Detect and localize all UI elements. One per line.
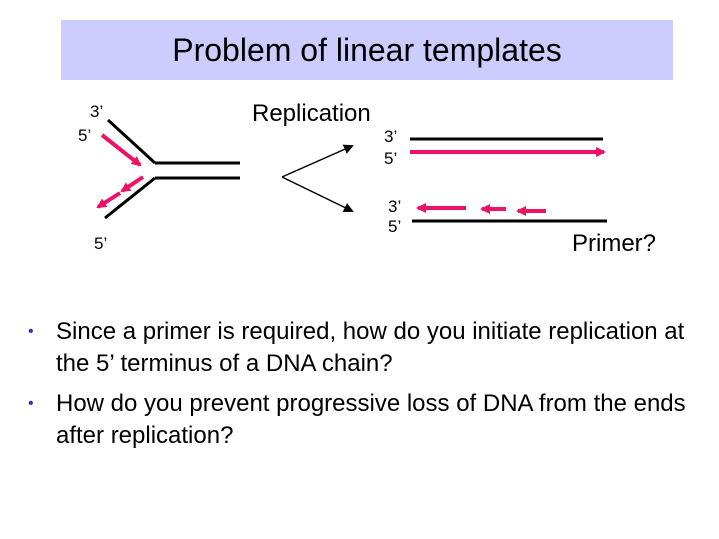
- bullet-list: • Since a primer is required, how do you…: [28, 316, 708, 460]
- replication-fork: [96, 118, 240, 220]
- replication-label: Replication: [252, 100, 371, 127]
- fork-okazaki-fragment-2: [96, 191, 122, 209]
- fork-top-5-label: 5’: [78, 126, 91, 145]
- fork-top-3-label: 3’: [90, 102, 103, 121]
- fork-okazaki-fragment-1: [120, 175, 145, 193]
- primer-label: Primer?: [572, 230, 656, 257]
- lower-product-5-label: 5’: [388, 217, 401, 236]
- bullet-item: • Since a primer is required, how do you…: [28, 316, 708, 380]
- lower-product-3-label: 3’: [388, 197, 401, 216]
- title-box: Problem of linear templates: [61, 20, 673, 80]
- slide-title: Problem of linear templates: [172, 32, 562, 68]
- bullet-dot-icon: •: [28, 395, 34, 412]
- upper-product-5-label: 5’: [384, 149, 397, 168]
- fork-lower-template: [104, 176, 156, 220]
- bullet-dot-icon: •: [28, 323, 34, 340]
- replication-diagram: 3’ 5’ 5’ Replication 3’ 5’ 3’ 5’ Primer?: [78, 100, 656, 257]
- branch-arrow-up: [281, 144, 354, 178]
- branch-arrow-down: [281, 176, 354, 213]
- fork-bottom-5-label: 5’: [94, 234, 107, 253]
- branch-arrows: [281, 144, 354, 213]
- bullet-item: • How do you prevent progressive loss of…: [28, 388, 708, 452]
- bullet-text: How do you prevent progressive loss of D…: [56, 390, 686, 449]
- bullet-text: Since a primer is required, how do you i…: [56, 318, 685, 377]
- fork-upper-template: [106, 118, 157, 165]
- fork-leading-strand: [100, 133, 142, 167]
- upper-product-3-label: 3’: [384, 127, 397, 146]
